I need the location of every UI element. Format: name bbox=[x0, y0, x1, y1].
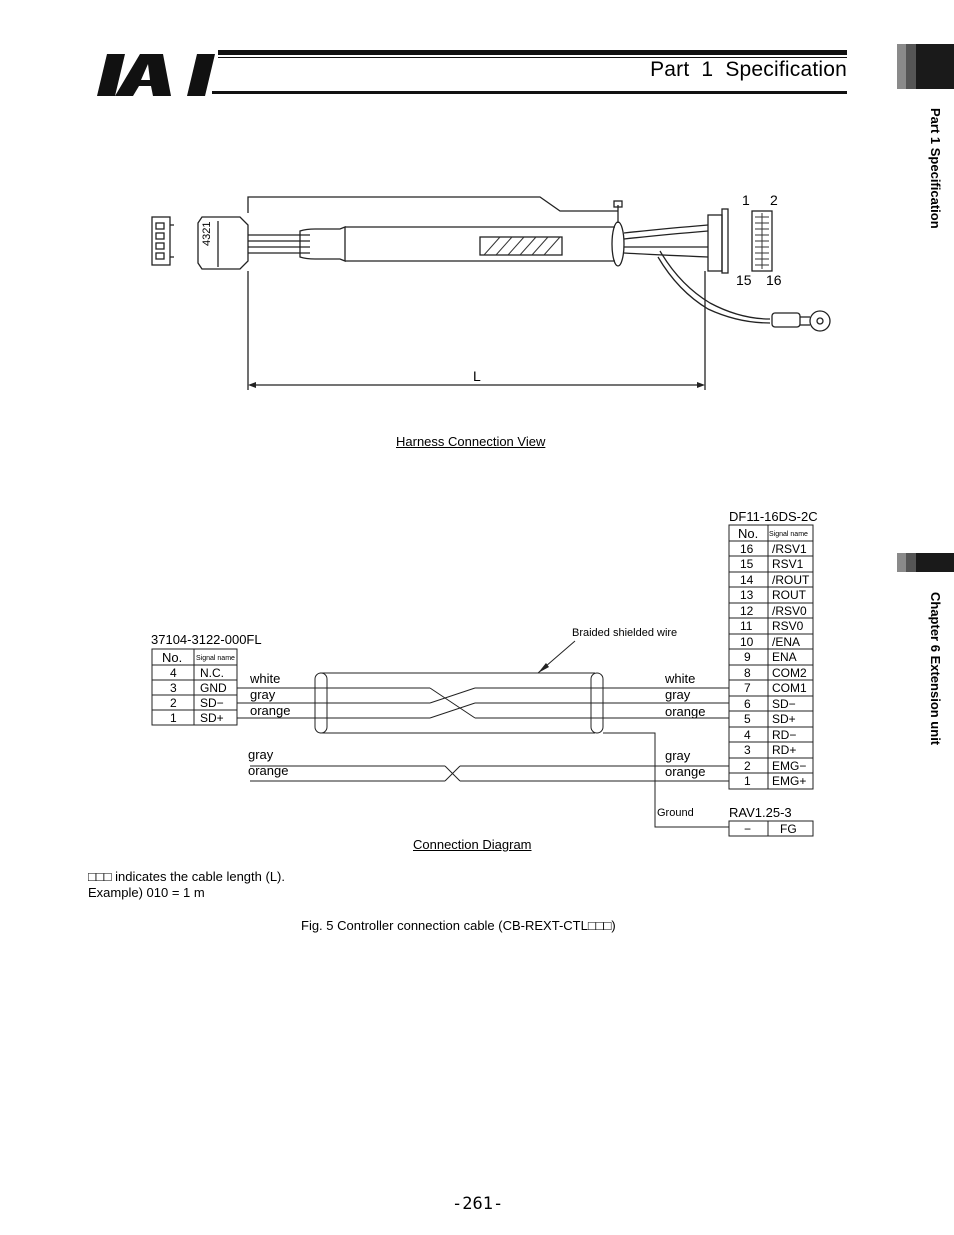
right-row-signal: ROUT bbox=[772, 588, 807, 602]
note-line-2: Example) 010 = 1 m bbox=[88, 885, 205, 900]
wire-label-left: gray bbox=[248, 747, 274, 762]
shield-label: Braided shielded wire bbox=[572, 627, 677, 639]
right-row-no: 8 bbox=[744, 666, 751, 680]
harness-caption: Harness Connection View bbox=[396, 434, 546, 449]
right-row-no: 10 bbox=[740, 635, 754, 649]
figure-caption: Fig. 5 Controller connection cable (CB-R… bbox=[301, 918, 616, 933]
right-row-no: 4 bbox=[744, 728, 751, 742]
header-rule bbox=[218, 50, 847, 55]
right-row-no: 7 bbox=[744, 681, 751, 695]
right-row-signal: COM1 bbox=[772, 681, 807, 695]
header-rule-bottom bbox=[212, 91, 847, 94]
wire-label-right: gray bbox=[665, 748, 691, 763]
right-row-signal: RSV0 bbox=[772, 619, 804, 633]
right-row-no: 11 bbox=[740, 619, 753, 633]
side-tab-marker-2 bbox=[897, 553, 954, 572]
side-tab-label-chapter6: Chapter 6 Extension unit bbox=[928, 592, 943, 746]
right-row-no: 3 bbox=[744, 743, 751, 757]
left-header-signal: Signal name bbox=[196, 655, 235, 662]
iai-logo bbox=[97, 54, 215, 96]
ground-label: Ground bbox=[657, 807, 694, 819]
terminal-signal: FG bbox=[780, 822, 797, 836]
right-row-signal: EMG+ bbox=[772, 774, 806, 788]
wire-label-right: gray bbox=[665, 687, 691, 702]
wire-label-left: orange bbox=[250, 703, 290, 718]
wire-label-left: white bbox=[249, 671, 280, 686]
page-number: -261- bbox=[452, 1194, 504, 1214]
left-row-no: 2 bbox=[170, 696, 177, 710]
right-row-no: 5 bbox=[744, 712, 751, 726]
right-row-no: 14 bbox=[740, 573, 754, 587]
right-row-signal: EMG− bbox=[772, 759, 806, 773]
right-row-signal: ENA bbox=[772, 650, 797, 664]
left-row-signal: SD+ bbox=[200, 711, 224, 725]
right-row-signal: SD− bbox=[772, 697, 796, 711]
left-connector-part: 37104-3122-000FL bbox=[151, 632, 262, 647]
wire-label-left: orange bbox=[248, 763, 288, 778]
left-housing bbox=[197, 216, 249, 270]
wire-label-right: white bbox=[664, 671, 695, 686]
right-header-signal: Signal name bbox=[769, 531, 808, 538]
right-row-no: 6 bbox=[744, 697, 751, 711]
right-row-no: 1 bbox=[744, 774, 751, 788]
right-row-signal: /ROUT bbox=[772, 573, 810, 587]
right-row-signal: RD− bbox=[772, 728, 796, 742]
right-housing bbox=[707, 214, 723, 272]
small-connector bbox=[151, 216, 171, 266]
right-row-signal: /RSV1 bbox=[772, 542, 807, 556]
left-header-no: No. bbox=[162, 650, 182, 665]
pin-label-15: 15 bbox=[736, 272, 752, 288]
side-tab-label-part1: Part 1 Specification bbox=[928, 108, 943, 229]
right-row-signal: RSV1 bbox=[772, 557, 804, 571]
pin-label-16: 16 bbox=[766, 272, 782, 288]
terminal-no: − bbox=[744, 822, 751, 836]
left-row-no: 4 bbox=[170, 666, 177, 680]
wire-label-right: orange bbox=[665, 704, 705, 719]
connector-marking: 4321 bbox=[201, 222, 213, 246]
note-line-1: □□□ indicates the cable length (L). bbox=[88, 869, 285, 884]
right-row-signal: SD+ bbox=[772, 712, 796, 726]
right-row-signal: /RSV0 bbox=[772, 604, 807, 618]
wire-label-right: orange bbox=[665, 764, 705, 779]
header-rule-thin bbox=[218, 57, 847, 58]
right-row-no: 16 bbox=[740, 542, 754, 556]
left-row-signal: N.C. bbox=[200, 666, 224, 680]
right-connector-part: DF11-16DS-2C bbox=[729, 509, 818, 524]
connection-diagram: 37104-3122-000FL No. Signal name 4 N.C. … bbox=[151, 509, 818, 837]
wire-label-left: gray bbox=[250, 687, 276, 702]
right-row-signal: RD+ bbox=[772, 743, 796, 757]
right-row-signal: COM2 bbox=[772, 666, 807, 680]
right-row-signal: /ENA bbox=[772, 635, 800, 649]
length-label: L bbox=[473, 368, 481, 384]
side-tab-marker-1 bbox=[897, 44, 954, 89]
right-row-no: 13 bbox=[740, 588, 754, 602]
harness-drawing: 4321 1 2 15 16 L bbox=[151, 192, 831, 390]
diagram-caption: Connection Diagram bbox=[413, 837, 532, 852]
right-row-no: 15 bbox=[740, 557, 754, 571]
header-title: Part 1 Specification bbox=[650, 58, 847, 81]
right-row-no: 9 bbox=[744, 650, 751, 664]
right-row-no: 12 bbox=[740, 604, 754, 618]
left-row-no: 1 bbox=[170, 711, 177, 725]
right-row-no: 2 bbox=[744, 759, 751, 773]
pin-label-1: 1 bbox=[742, 192, 750, 208]
left-row-signal: GND bbox=[200, 681, 227, 695]
left-row-signal: SD− bbox=[200, 696, 224, 710]
left-row-no: 3 bbox=[170, 681, 177, 695]
pin-label-2: 2 bbox=[770, 192, 778, 208]
terminal-part: RAV1.25-3 bbox=[729, 805, 792, 820]
right-header-no: No. bbox=[738, 526, 758, 541]
